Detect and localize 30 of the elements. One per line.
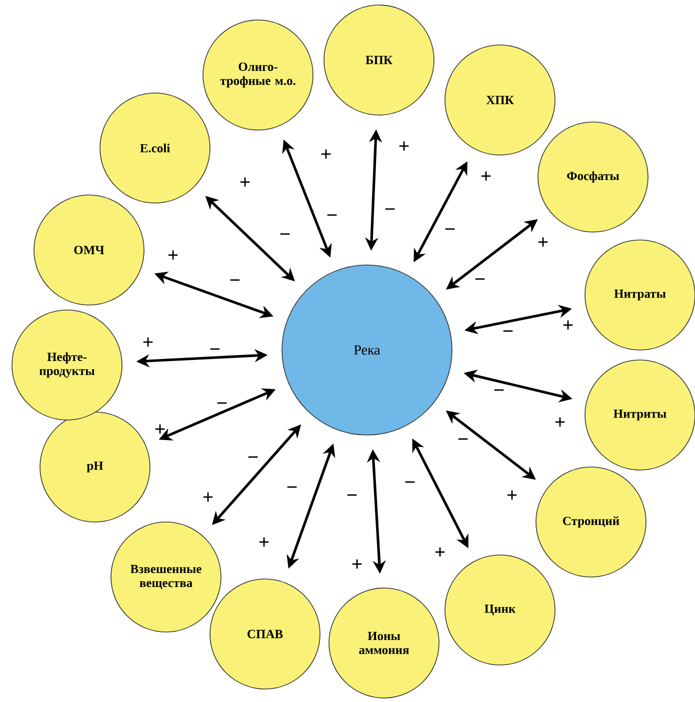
sign-label: − (248, 456, 258, 458)
sign-label: − (385, 208, 395, 210)
sign-label: + (481, 171, 491, 181)
sign-label: + (563, 320, 573, 330)
sign-label: + (240, 177, 250, 187)
sign-label: − (475, 278, 485, 280)
sign-label: − (458, 438, 468, 440)
sign-label: + (507, 490, 517, 500)
sign-label: − (217, 402, 227, 404)
sign-label: − (287, 486, 297, 488)
sign-label: + (538, 237, 548, 247)
sign-label: + (352, 559, 362, 569)
sign-label: − (327, 214, 337, 216)
sign-label: + (321, 149, 331, 159)
sign-label: − (405, 481, 415, 483)
sign-label: − (280, 233, 290, 235)
sign-label: + (168, 250, 178, 260)
sign-label: − (503, 330, 513, 332)
sign-label: + (143, 337, 153, 347)
sign-label: − (210, 348, 220, 350)
sign-label: + (435, 547, 445, 557)
sign-label: + (399, 141, 409, 151)
sign-label: − (445, 228, 455, 230)
sign-label: + (555, 417, 565, 427)
sign-label: + (259, 537, 269, 547)
sign-label: − (230, 279, 240, 281)
sign-label: + (155, 424, 165, 434)
sign-label: − (494, 389, 504, 391)
sign-label: + (203, 492, 213, 502)
sign-label: − (347, 494, 357, 496)
